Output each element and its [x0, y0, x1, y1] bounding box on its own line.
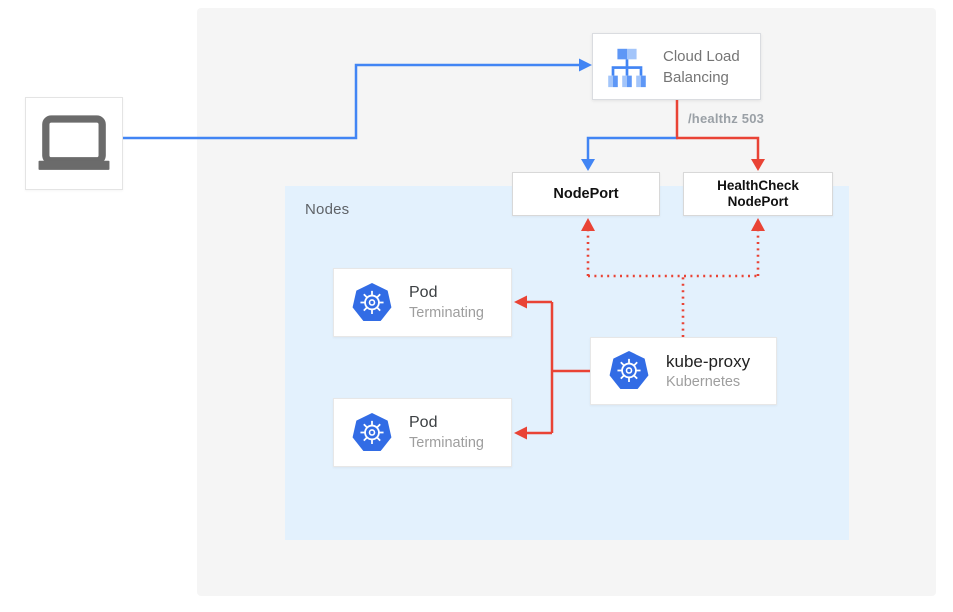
pod-title: Pod	[409, 284, 438, 301]
pod-subtitle: Terminating	[409, 435, 484, 451]
kubernetes-icon	[609, 351, 649, 390]
healthcheck-nodeport-label-line2: NodePort	[727, 194, 789, 209]
healthcheck-nodeport-label-line1: HealthCheck	[717, 177, 799, 193]
client-card	[25, 97, 123, 190]
pod-subtitle: Terminating	[409, 305, 484, 321]
kube-proxy-text: kube-proxy Kubernetes	[666, 351, 750, 392]
kubernetes-icon	[352, 282, 392, 321]
nodeport-card: NodePort	[512, 172, 660, 216]
cloud-load-balancing-icon	[608, 48, 646, 87]
kube-proxy-card: kube-proxy Kubernetes	[590, 337, 777, 405]
kubernetes-icon	[352, 412, 392, 451]
laptop-icon	[38, 115, 110, 170]
nodeport-label: NodePort	[553, 186, 619, 202]
healthz-edge-label: /healthz 503	[688, 111, 765, 126]
kube-proxy-subtitle: Kubernetes	[666, 373, 741, 390]
pod-text: Pod Terminating	[409, 412, 484, 453]
kube-proxy-title: kube-proxy	[666, 351, 751, 371]
pod-title: Pod	[409, 414, 438, 431]
healthcheck-nodeport-card: HealthCheck NodePort	[683, 172, 833, 216]
cloud-load-balancing-label: Cloud Load Balancing	[663, 47, 740, 86]
pod-text: Pod Terminating	[409, 282, 484, 323]
pod-terminating-card-2: Pod Terminating	[333, 398, 512, 467]
cloud-load-balancing-card: Cloud Load Balancing	[592, 33, 761, 100]
nodes-panel-label: Nodes	[305, 201, 350, 218]
pod-terminating-card-1: Pod Terminating	[333, 268, 512, 337]
